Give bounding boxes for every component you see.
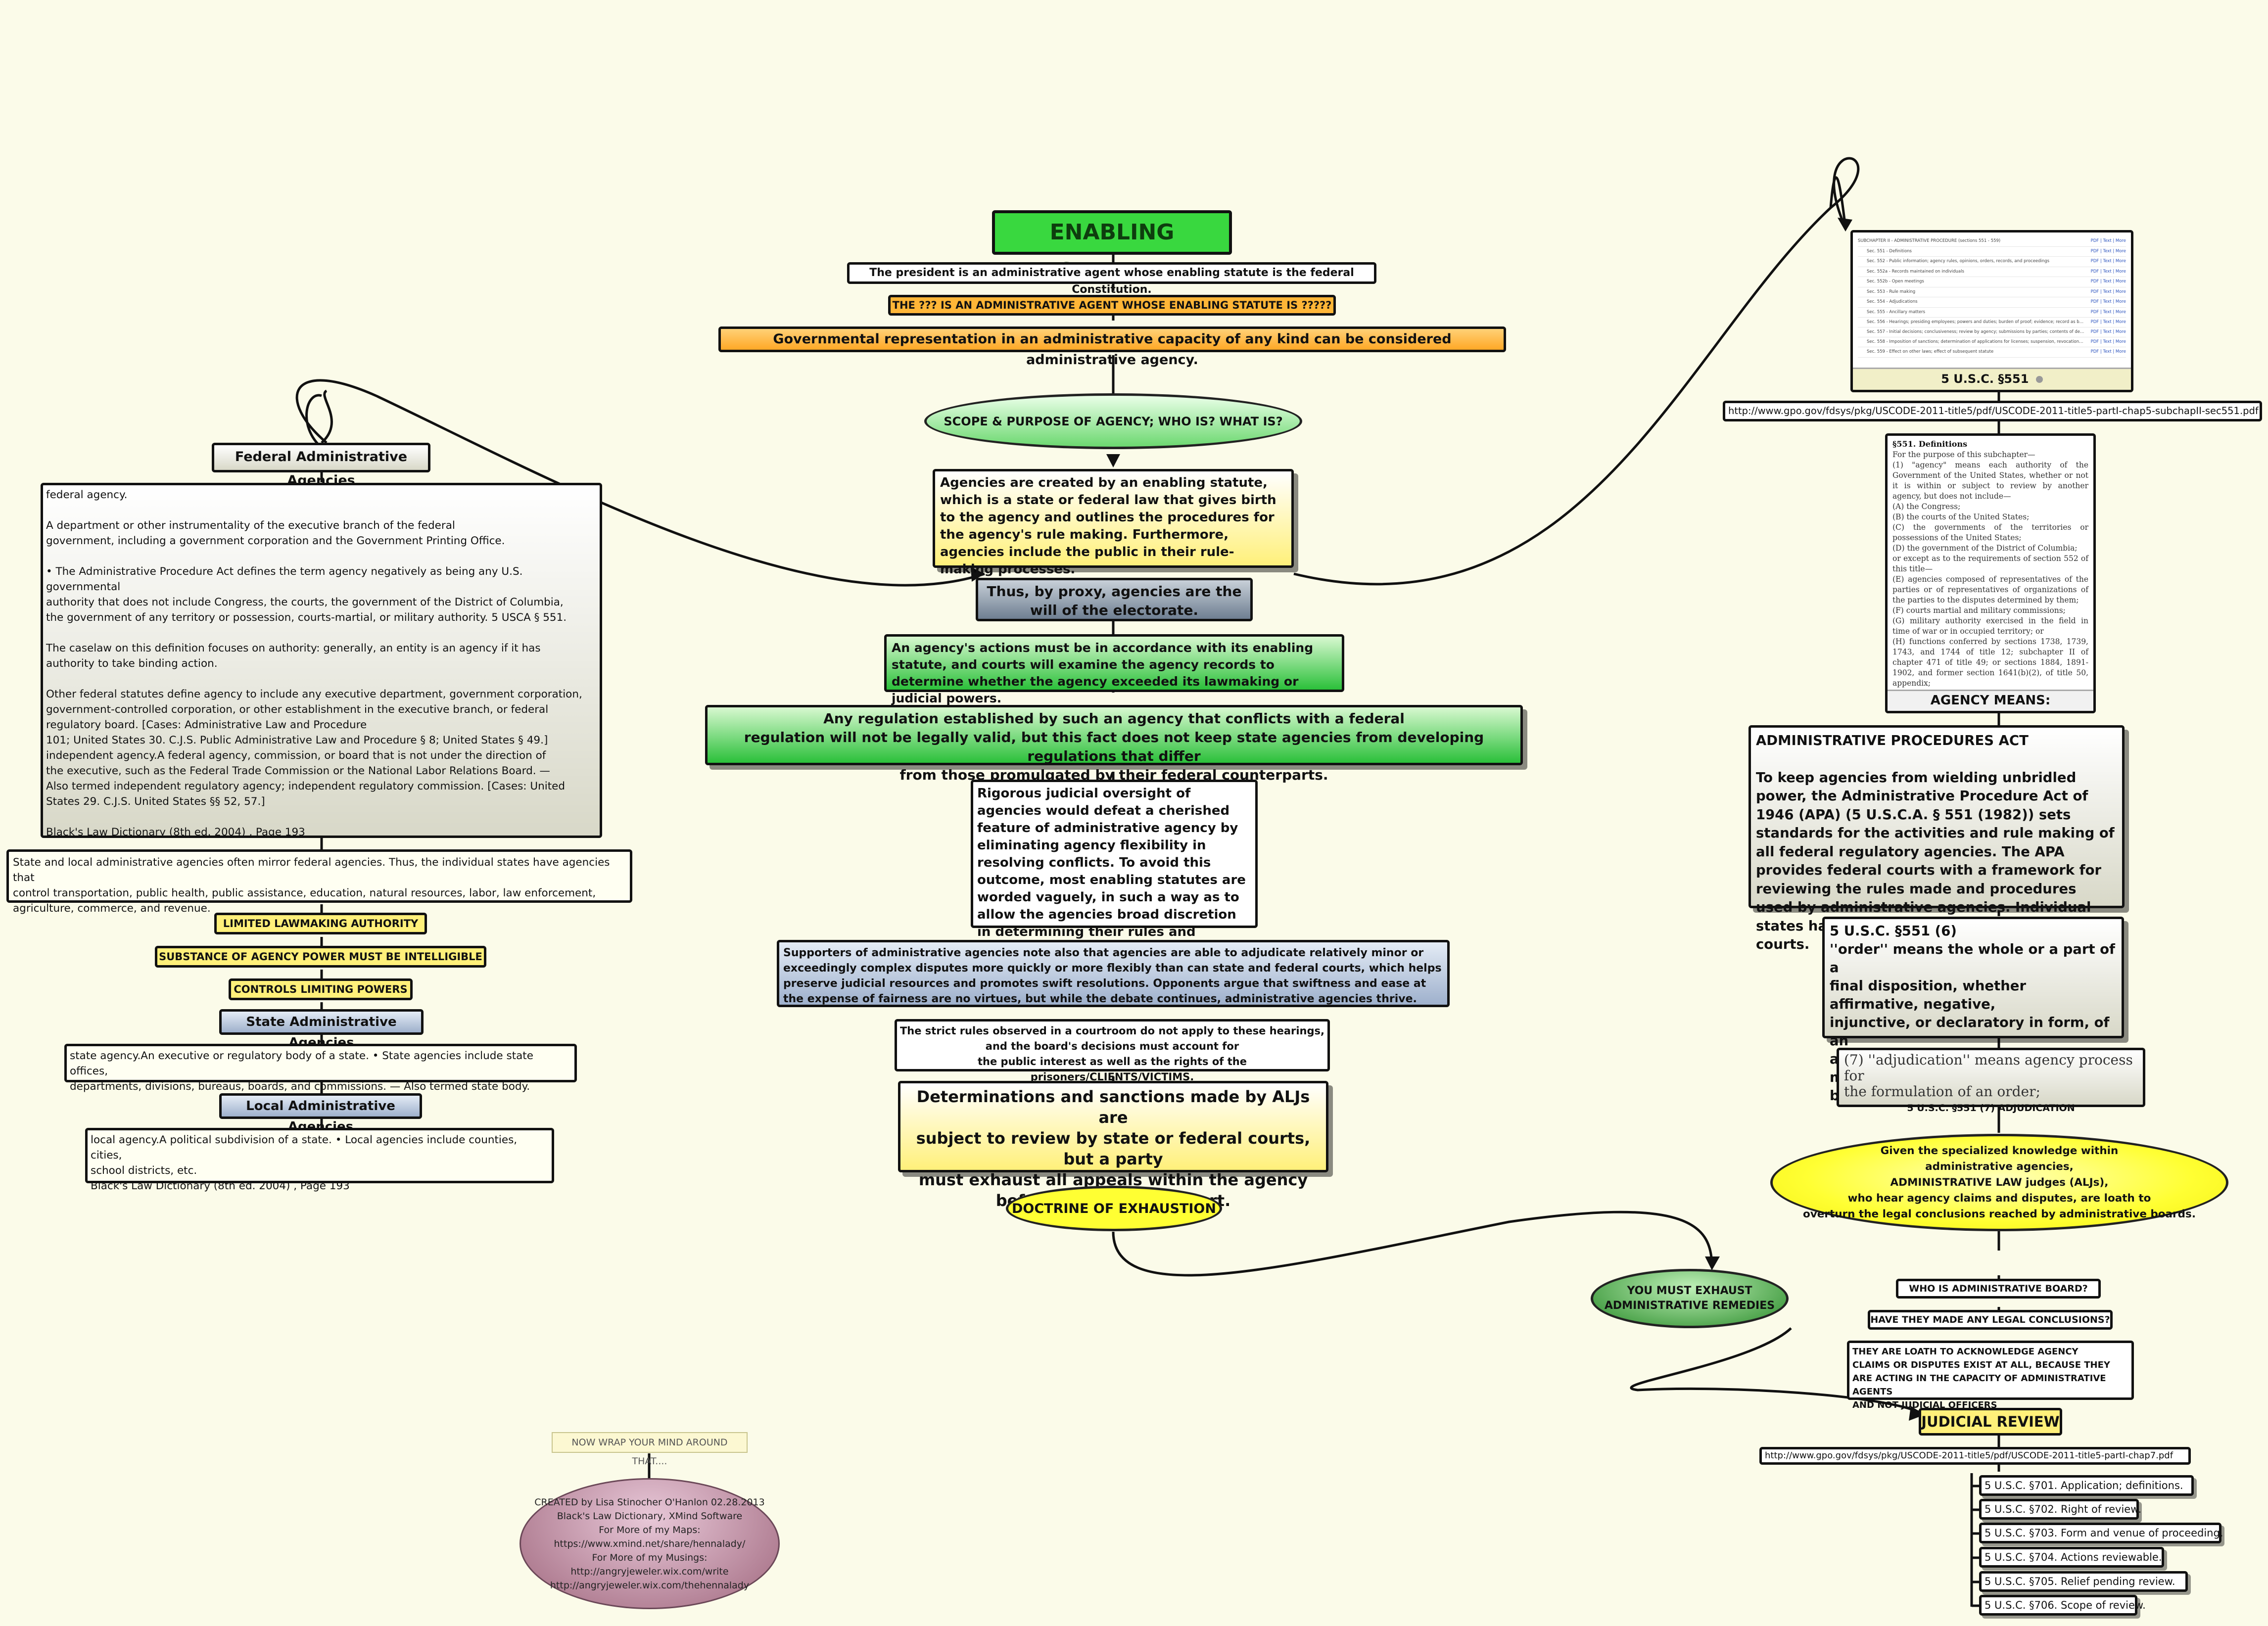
state-agencies-title[interactable]: State Administrative Agencies xyxy=(219,1009,424,1050)
toc-row-links[interactable]: PDF | Text | More xyxy=(2090,259,2126,264)
judicial-review-node[interactable]: JUDICIAL REVIEW xyxy=(1919,1408,2062,1436)
judicial-review-item[interactable]: 5 U.S.C. §702. Right of review. xyxy=(1979,1499,2141,1520)
toc-row-title: Sec. 554 - Adjudications xyxy=(1867,299,1918,304)
toc-row-links[interactable]: PDF | Text | More xyxy=(2090,329,2126,334)
attachment-icon xyxy=(2035,376,2043,383)
toc-row-links[interactable]: PDF | Text | More xyxy=(2090,339,2126,344)
loath-node[interactable]: THEY ARE LOATH TO ACKNOWLEDGE AGENCY CLA… xyxy=(1847,1341,2134,1410)
toc-row-title: Sec. 552a - Records maintained on indivi… xyxy=(1867,269,1964,274)
toc-row-links[interactable]: PDF | Text | More xyxy=(2090,238,2126,243)
president-note[interactable]: The president is an administrative agent… xyxy=(847,262,1376,296)
local-agencies-title[interactable]: Local Administrative Agencies xyxy=(219,1093,422,1134)
actions-node[interactable]: An agency's actions must be in accordanc… xyxy=(884,634,1344,705)
toc-row-links[interactable]: PDF | Text | More xyxy=(2090,320,2126,325)
toc-row-links[interactable]: PDF | Text | More xyxy=(2090,289,2126,294)
toc-row[interactable]: Sec. 552a - Records maintained on indivi… xyxy=(1858,267,2126,277)
proxy-node[interactable]: Thus, by proxy, agencies are the will of… xyxy=(976,578,1253,621)
regulation-node[interactable]: Any regulation established by such an ag… xyxy=(705,705,1523,783)
toc-row[interactable]: Sec. 559 - Effect on other laws; effect … xyxy=(1858,347,2126,358)
judicial-review-item[interactable]: 5 U.S.C. §703. Form and venue of proceed… xyxy=(1979,1523,2223,1543)
rigorous-oversight-node[interactable]: Rigorous judicial oversight of agencies … xyxy=(971,780,1258,957)
adjudication-label: 5 U.S.C. §551 (7) ADJUDICATION xyxy=(1907,1103,2075,1114)
toc-row[interactable]: SUBCHAPTER II - ADMINISTRATIVE PROCEDURE… xyxy=(1858,236,2126,247)
local-agency-definition[interactable]: local agency.A political subdivision of … xyxy=(85,1128,554,1192)
toc-row-title: Sec. 553 - Rule making xyxy=(1867,289,1916,294)
title-enabling-statute[interactable]: ENABLING STATUTE xyxy=(992,210,1232,283)
toc-row[interactable]: Sec. 557 - Initial decisions; conclusive… xyxy=(1858,327,2126,337)
exhaustion-label: DOCTRINE OF EXHAUSTION xyxy=(1012,1201,1216,1216)
toc-row[interactable]: Sec. 554 - Adjudications PDF | Text | Mor… xyxy=(1858,297,2126,308)
usc-551-url[interactable]: http://www.gpo.gov/fdsys/pkg/USCODE-2011… xyxy=(1723,401,2262,421)
toc-row[interactable]: Sec. 555 - Ancillary matters PDF | Text |… xyxy=(1858,308,2126,318)
question-node[interactable]: THE ??? IS AN ADMINISTRATIVE AGENT WHOSE… xyxy=(888,295,1336,316)
federal-agencies-title[interactable]: Federal Administrative Agencies xyxy=(212,443,430,488)
doctrine-of-exhaustion-ellipse[interactable]: DOCTRINE OF EXHAUSTION xyxy=(1006,1186,1222,1231)
credits-text: CREATED by Lisa Stinocher O'Hanlon 02.28… xyxy=(534,1496,765,1591)
agency-means-label[interactable]: AGENCY MEANS: xyxy=(1888,690,2093,711)
toc-row-title: Sec. 552 - Public information; agency ru… xyxy=(1867,259,2050,264)
scope-label: SCOPE & PURPOSE OF AGENCY; WHO IS? WHAT … xyxy=(944,414,1283,428)
scope-purpose-ellipse[interactable]: SCOPE & PURPOSE OF AGENCY; WHO IS? WHAT … xyxy=(924,393,1302,449)
judicial-review-item[interactable]: 5 U.S.C. §701. Application; definitions. xyxy=(1979,1475,2194,1496)
supporters-node[interactable]: Supporters of administrative agencies no… xyxy=(777,940,1450,1007)
strict-rules-node[interactable]: The strict rules observed in a courtroom… xyxy=(895,1019,1330,1083)
exhaust-remedies-ellipse[interactable]: YOU MUST EXHAUST ADMINISTRATIVE REMEDIES xyxy=(1591,1269,1789,1328)
toc-row-title: Sec. 551 - Definitions xyxy=(1867,248,1912,254)
adjudication-quote: (7) ''adjudication'' means agency proces… xyxy=(1844,1052,2133,1100)
wrap-your-mind-note[interactable]: NOW WRAP YOUR MIND AROUND THAT.... xyxy=(552,1432,748,1467)
toc-row-title: Sec. 558 - Imposition of sanctions; dete… xyxy=(1867,339,2084,344)
toc-row-title: Sec. 557 - Initial decisions; conclusive… xyxy=(1867,329,2084,334)
definitions-text: For the purpose of this subchapter— (1) … xyxy=(1892,450,2088,688)
toc-row[interactable]: Sec. 551 - Definitions PDF | Text | More xyxy=(1858,247,2126,257)
state-mirror-note[interactable]: State and local administrative agencies … xyxy=(6,849,632,915)
federal-agency-definition[interactable]: federal agency. A department or other in… xyxy=(41,483,602,838)
order-definition-node[interactable]: 5 U.S.C. §551 (6) ''order'' means the wh… xyxy=(1822,917,2124,1104)
controls-node[interactable]: CONTROLS LIMITING POWERS xyxy=(229,978,413,1000)
definitions-excerpt[interactable]: §551. Definitions For the purpose of thi… xyxy=(1885,433,2096,713)
agencies-created-node[interactable]: Agencies are created by an enabling stat… xyxy=(933,469,1294,577)
usc-551-label[interactable]: 5 U.S.C. §551 xyxy=(1853,368,2131,390)
toc-row-links[interactable]: PDF | Text | More xyxy=(2090,279,2126,284)
apa-text: To keep agencies from wielding unbridled… xyxy=(1756,769,2117,953)
toc-rows: SUBCHAPTER II - ADMINISTRATIVE PROCEDURE… xyxy=(1858,236,2126,358)
usc-551-text: 5 U.S.C. §551 xyxy=(1941,372,2029,386)
adjudication-node[interactable]: (7) ''adjudication'' means agency proces… xyxy=(1837,1048,2145,1114)
substance-node[interactable]: SUBSTANCE OF AGENCY POWER MUST BE INTELL… xyxy=(155,946,486,968)
alj-ellipse[interactable]: Given the specialized knowledge within a… xyxy=(1770,1134,2228,1231)
toc-row[interactable]: Sec. 552 - Public information; agency ru… xyxy=(1858,257,2126,267)
chapter7-url[interactable]: http://www.gpo.gov/fdsys/pkg/USCODE-2011… xyxy=(1759,1447,2191,1465)
determinations-node[interactable]: Determinations and sanctions made by ALJ… xyxy=(898,1081,1328,1210)
apa-node[interactable]: ADMINISTRATIVE PROCEDURES ACT To keep ag… xyxy=(1748,725,2125,952)
toc-row-title: Sec. 555 - Ancillary matters xyxy=(1867,309,1926,315)
legal-conclusions-node[interactable]: HAVE THEY MADE ANY LEGAL CONCLUSIONS? xyxy=(1868,1310,2113,1330)
who-board-node[interactable]: WHO IS ADMINISTRATIVE BOARD? xyxy=(1896,1279,2101,1299)
apa-title: ADMINISTRATIVE PROCEDURES ACT xyxy=(1756,733,2029,748)
governmental-node[interactable]: Governmental representation in an admini… xyxy=(718,326,1506,368)
toc-row-links[interactable]: PDF | Text | More xyxy=(2090,269,2126,274)
definitions-heading: §551. Definitions xyxy=(1892,439,1968,449)
toc-row-title: Sec. 552b - Open meetings xyxy=(1867,279,1924,284)
toc-row-links[interactable]: PDF | Text | More xyxy=(2090,309,2126,315)
toc-row-title: Sec. 556 - Hearings; presiding employees… xyxy=(1867,320,2084,325)
toc-row-title: SUBCHAPTER II - ADMINISTRATIVE PROCEDURE… xyxy=(1858,238,2001,243)
toc-row-links[interactable]: PDF | Text | More xyxy=(2090,248,2126,254)
limited-lawmaking-node[interactable]: LIMITED LAWMAKING AUTHORITY xyxy=(214,913,427,934)
judicial-review-item[interactable]: 5 U.S.C. §706. Scope of review. xyxy=(1979,1595,2146,1616)
judicial-review-item[interactable]: 5 U.S.C. §705. Relief pending review. xyxy=(1979,1571,2188,1592)
judicial-review-item[interactable]: 5 U.S.C. §704. Actions reviewable. xyxy=(1979,1547,2164,1568)
toc-row[interactable]: Sec. 552b - Open meetings PDF | Text | Mo… xyxy=(1858,277,2126,287)
toc-row[interactable]: Sec. 553 - Rule making PDF | Text | More xyxy=(1858,287,2126,297)
toc-row[interactable]: Sec. 558 - Imposition of sanctions; dete… xyxy=(1858,337,2126,347)
toc-row-links[interactable]: PDF | Text | More xyxy=(2090,299,2126,304)
usc-toc-image[interactable]: SUBCHAPTER II - ADMINISTRATIVE PROCEDURE… xyxy=(1850,230,2133,392)
toc-row-links[interactable]: PDF | Text | More xyxy=(2090,349,2126,354)
exhaust-text: YOU MUST EXHAUST ADMINISTRATIVE REMEDIES xyxy=(1604,1285,1775,1312)
credits-ellipse[interactable]: CREATED by Lisa Stinocher O'Hanlon 02.28… xyxy=(520,1478,780,1609)
state-agency-definition[interactable]: state agency.An executive or regulatory … xyxy=(64,1044,577,1093)
toc-row-title: Sec. 559 - Effect on other laws; effect … xyxy=(1867,349,1994,354)
toc-row[interactable]: Sec. 556 - Hearings; presiding employees… xyxy=(1858,318,2126,327)
alj-text: Given the specialized knowledge within a… xyxy=(1802,1144,2196,1220)
